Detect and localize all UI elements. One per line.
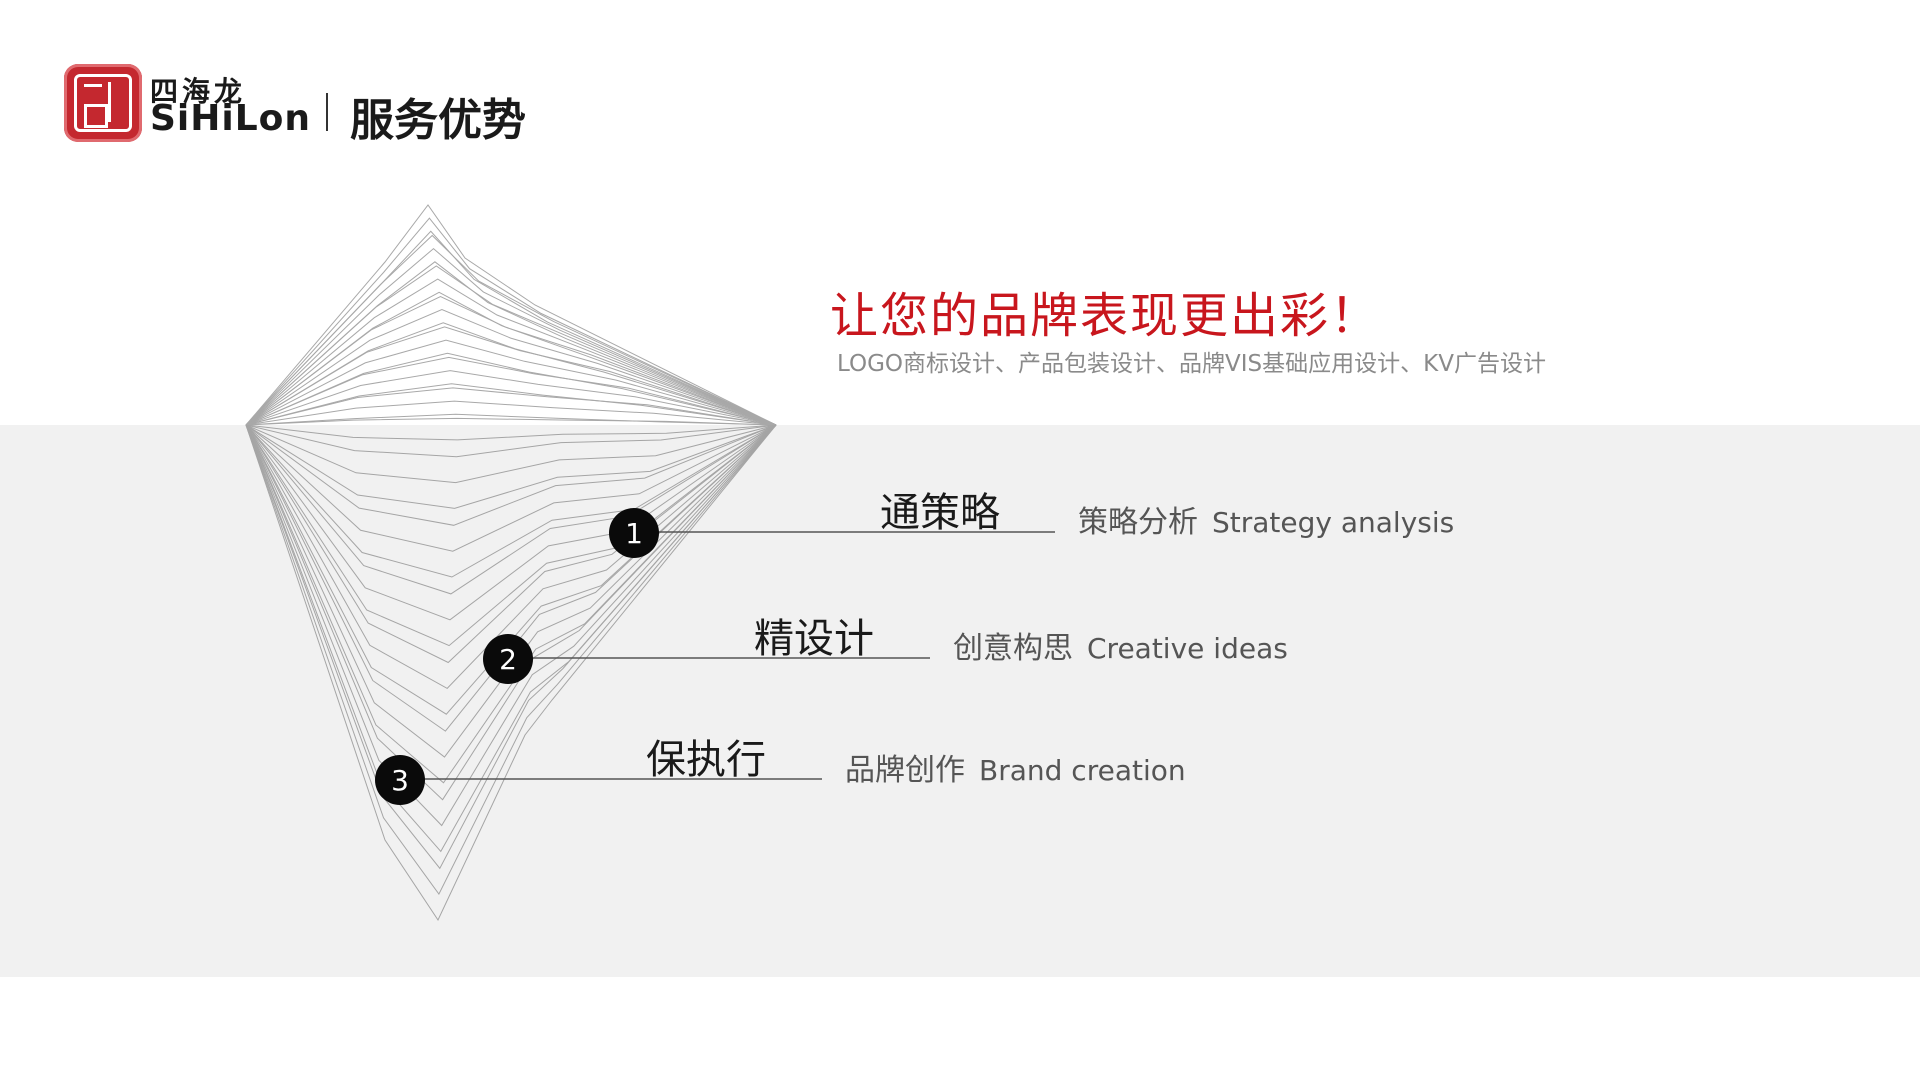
iceberg-bottom-line: [245, 424, 777, 458]
brand-seal-logo: [64, 64, 142, 142]
iceberg-top-line: [245, 204, 777, 426]
iceberg-top-line: [245, 295, 777, 426]
iceberg-bottom-line: [245, 424, 777, 578]
iceberg-top-line: [245, 278, 777, 426]
iceberg-bottom-line: [245, 424, 777, 441]
item-desc-en-2: Creative ideas: [1087, 632, 1288, 665]
item-desc-cn-1: 策略分析: [1078, 505, 1198, 540]
subheadline: LOGO商标设计、产品包装设计、品牌VIS基础应用设计、KV广告设计: [837, 351, 1546, 377]
iceberg-top-line: [245, 326, 777, 426]
item-title-2: 精设计: [754, 616, 874, 662]
step-badge-2: 2: [483, 634, 533, 684]
iceberg-bottom-line: [245, 424, 777, 827]
item-desc-cn-3: 品牌创作: [845, 753, 965, 788]
item-desc-en-3: Brand creation: [979, 754, 1186, 787]
iceberg-top-line: [245, 400, 777, 426]
iceberg-top-line: [245, 247, 777, 426]
iceberg-top-line: [245, 356, 777, 426]
item-desc-1: 策略分析 Strategy analysis: [1078, 497, 1454, 541]
iceberg-bottom-line: [245, 424, 777, 526]
iceberg-bottom-line: [245, 424, 777, 595]
iceberg-top-line: [245, 217, 777, 426]
iceberg-top-line: [245, 339, 777, 426]
iceberg-bottom-line: [245, 424, 777, 801]
iceberg-bottom-line: [245, 424, 777, 484]
item-desc-en-1: Strategy analysis: [1212, 506, 1455, 539]
iceberg-bottom-line: [245, 424, 777, 552]
item-title-1: 通策略: [880, 490, 1000, 536]
brand-name-cn: 四海龙: [150, 75, 247, 108]
iceberg-bottom-line: [245, 424, 777, 509]
headline: 让您的品牌表现更出彩！: [830, 288, 1381, 344]
iceberg-top-line: [245, 352, 777, 426]
iceberg-top-line: [245, 413, 777, 426]
iceberg-bottom-line: [245, 424, 777, 758]
iceberg-top-line: [245, 417, 777, 426]
item-title-3: 保执行: [646, 737, 766, 783]
iceberg-bottom-line: [245, 424, 777, 922]
iceberg-top-line: [245, 383, 777, 426]
iceberg-top-line: [245, 387, 777, 426]
item-desc-2: 创意构思 Creative ideas: [953, 623, 1288, 667]
step-badge-1: 1: [609, 508, 659, 558]
iceberg-top-line: [245, 309, 777, 426]
page-title: 服务优势: [350, 95, 526, 146]
iceberg-bottom-line: [245, 424, 777, 784]
gray-band: [0, 425, 1920, 977]
item-desc-cn-2: 创意构思: [953, 631, 1073, 666]
item-desc-3: 品牌创作 Brand creation: [845, 745, 1186, 789]
iceberg-bottom-line: [245, 424, 777, 853]
iceberg-bottom-line: [245, 424, 777, 647]
iceberg-top-line: [245, 265, 777, 426]
iceberg-top-line: [245, 370, 777, 426]
iceberg-bottom-line: [245, 424, 777, 896]
header-divider: [326, 93, 328, 131]
brand-name-en: SiHiLon: [150, 98, 312, 139]
step-badge-3: 3: [375, 755, 425, 805]
iceberg-top-line: [245, 234, 777, 426]
